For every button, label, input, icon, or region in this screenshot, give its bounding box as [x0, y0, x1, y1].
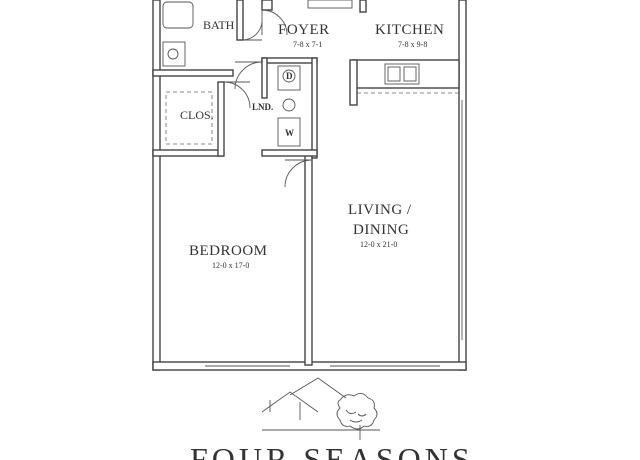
bedroom-dim: 12-0 x 17-0 [212, 261, 249, 270]
washer-label: W [285, 128, 294, 138]
interior-walls [152, 0, 460, 366]
bath-door-icon [242, 21, 263, 41]
closet-shelf [165, 91, 213, 145]
living-label-line2: DINING [353, 222, 409, 238]
foyer-dim: 7-8 x 7-1 [293, 40, 322, 49]
outer-walls [152, 0, 467, 371]
logo-text: FOUR SEASONS [190, 441, 474, 460]
kitchen-label: KITCHEN [375, 22, 444, 38]
dryer-icon [277, 65, 301, 91]
tree-icon [336, 393, 378, 430]
bathtub-icon [162, 1, 194, 29]
fixtures [162, 0, 459, 147]
kitchen-sink-icon [384, 63, 420, 85]
bath-label: BATH [203, 18, 235, 32]
closet-label: CLOS. [180, 108, 214, 122]
doors [223, 9, 313, 188]
foyer-label: FOYER [278, 22, 330, 38]
living-dim: 12-0 x 21-0 [360, 240, 397, 249]
bedroom-door-icon [284, 159, 313, 188]
laundry-door-icon [234, 61, 263, 90]
kitchen-dim: 7-8 x 9-8 [398, 40, 427, 49]
closet-door-icon [223, 81, 251, 109]
foyer-door-icon [261, 9, 288, 36]
laundry-label: LND. [252, 102, 273, 112]
sink-icon [167, 48, 179, 60]
washer-icon [277, 117, 301, 147]
living-label-line1: LIVING / [348, 202, 412, 218]
four-seasons-logo: FOUR SEASONS [190, 377, 474, 460]
dryer-label: D [286, 71, 293, 81]
bedroom-label: BEDROOM [189, 243, 268, 259]
